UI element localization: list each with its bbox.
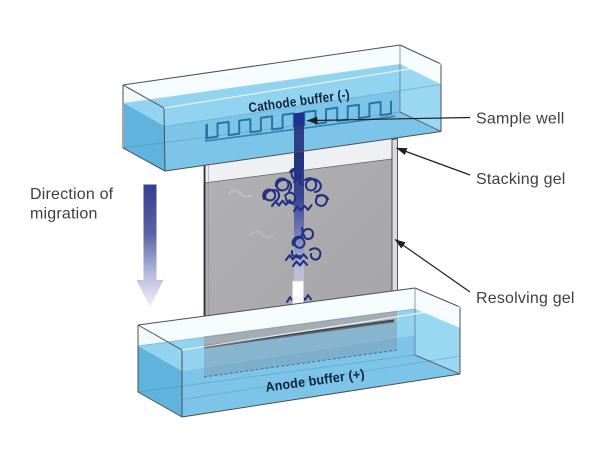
tank-glass-band-back bbox=[138, 288, 415, 346]
tank-glass-band-back bbox=[123, 45, 400, 103]
resolving-gel-label: Resolving gel bbox=[476, 290, 575, 307]
sample-well-label: Sample well bbox=[476, 111, 564, 128]
gel-bottom-submerged-edge bbox=[203, 349, 398, 378]
tank-inner-edge bbox=[181, 356, 459, 400]
sample-comb-lower-rail bbox=[205, 115, 396, 142]
stacking-gel-leader bbox=[396, 147, 471, 176]
cathode-liquid-surface bbox=[124, 64, 441, 127]
gel-submerged bbox=[204, 320, 397, 377]
protein-cluster-middle bbox=[284, 226, 322, 268]
gel-above-waterline-patch bbox=[204, 310, 397, 347]
anode-liquid-left bbox=[138, 346, 182, 417]
anode-tank: Anode buffer (+) bbox=[137, 287, 461, 418]
sample-well-filled bbox=[293, 112, 305, 127]
annotations: Sample well Stacking gel Resolving gel bbox=[306, 111, 575, 307]
anode-tank-edges bbox=[137, 287, 461, 418]
front-rim-highlight bbox=[181, 306, 461, 351]
tank-inner-edge bbox=[137, 354, 416, 393]
cathode-tank-edges bbox=[122, 44, 442, 172]
sample-band-liquid bbox=[294, 125, 304, 155]
resolving-gel-leader bbox=[394, 239, 471, 293]
gel-ghost-band bbox=[249, 230, 275, 239]
cathode-liquid-end bbox=[400, 64, 441, 132]
sample-well-leader bbox=[306, 116, 471, 125]
anode-liquid-end bbox=[415, 309, 460, 374]
direction-indicator: Direction of migration bbox=[30, 184, 164, 307]
stacking-gel-label: Stacking gel bbox=[476, 171, 566, 188]
cathode-liquid-left bbox=[124, 103, 165, 171]
protein-cluster-upper bbox=[262, 166, 330, 213]
sample-band-gradient bbox=[294, 167, 304, 298]
direction-arrow-icon bbox=[136, 184, 164, 307]
waterline bbox=[137, 308, 416, 347]
cathode-tank: Cathode buffer (-) bbox=[122, 44, 442, 172]
tank-glass-band-right bbox=[415, 288, 460, 328]
gel-ghost-band bbox=[227, 189, 253, 198]
waterline bbox=[164, 84, 442, 127]
direction-label-line2: migration bbox=[30, 206, 98, 223]
direction-label-line1: Direction of bbox=[30, 186, 114, 203]
front-rim-highlight bbox=[163, 63, 442, 109]
tank-glass-band-right bbox=[400, 45, 441, 85]
